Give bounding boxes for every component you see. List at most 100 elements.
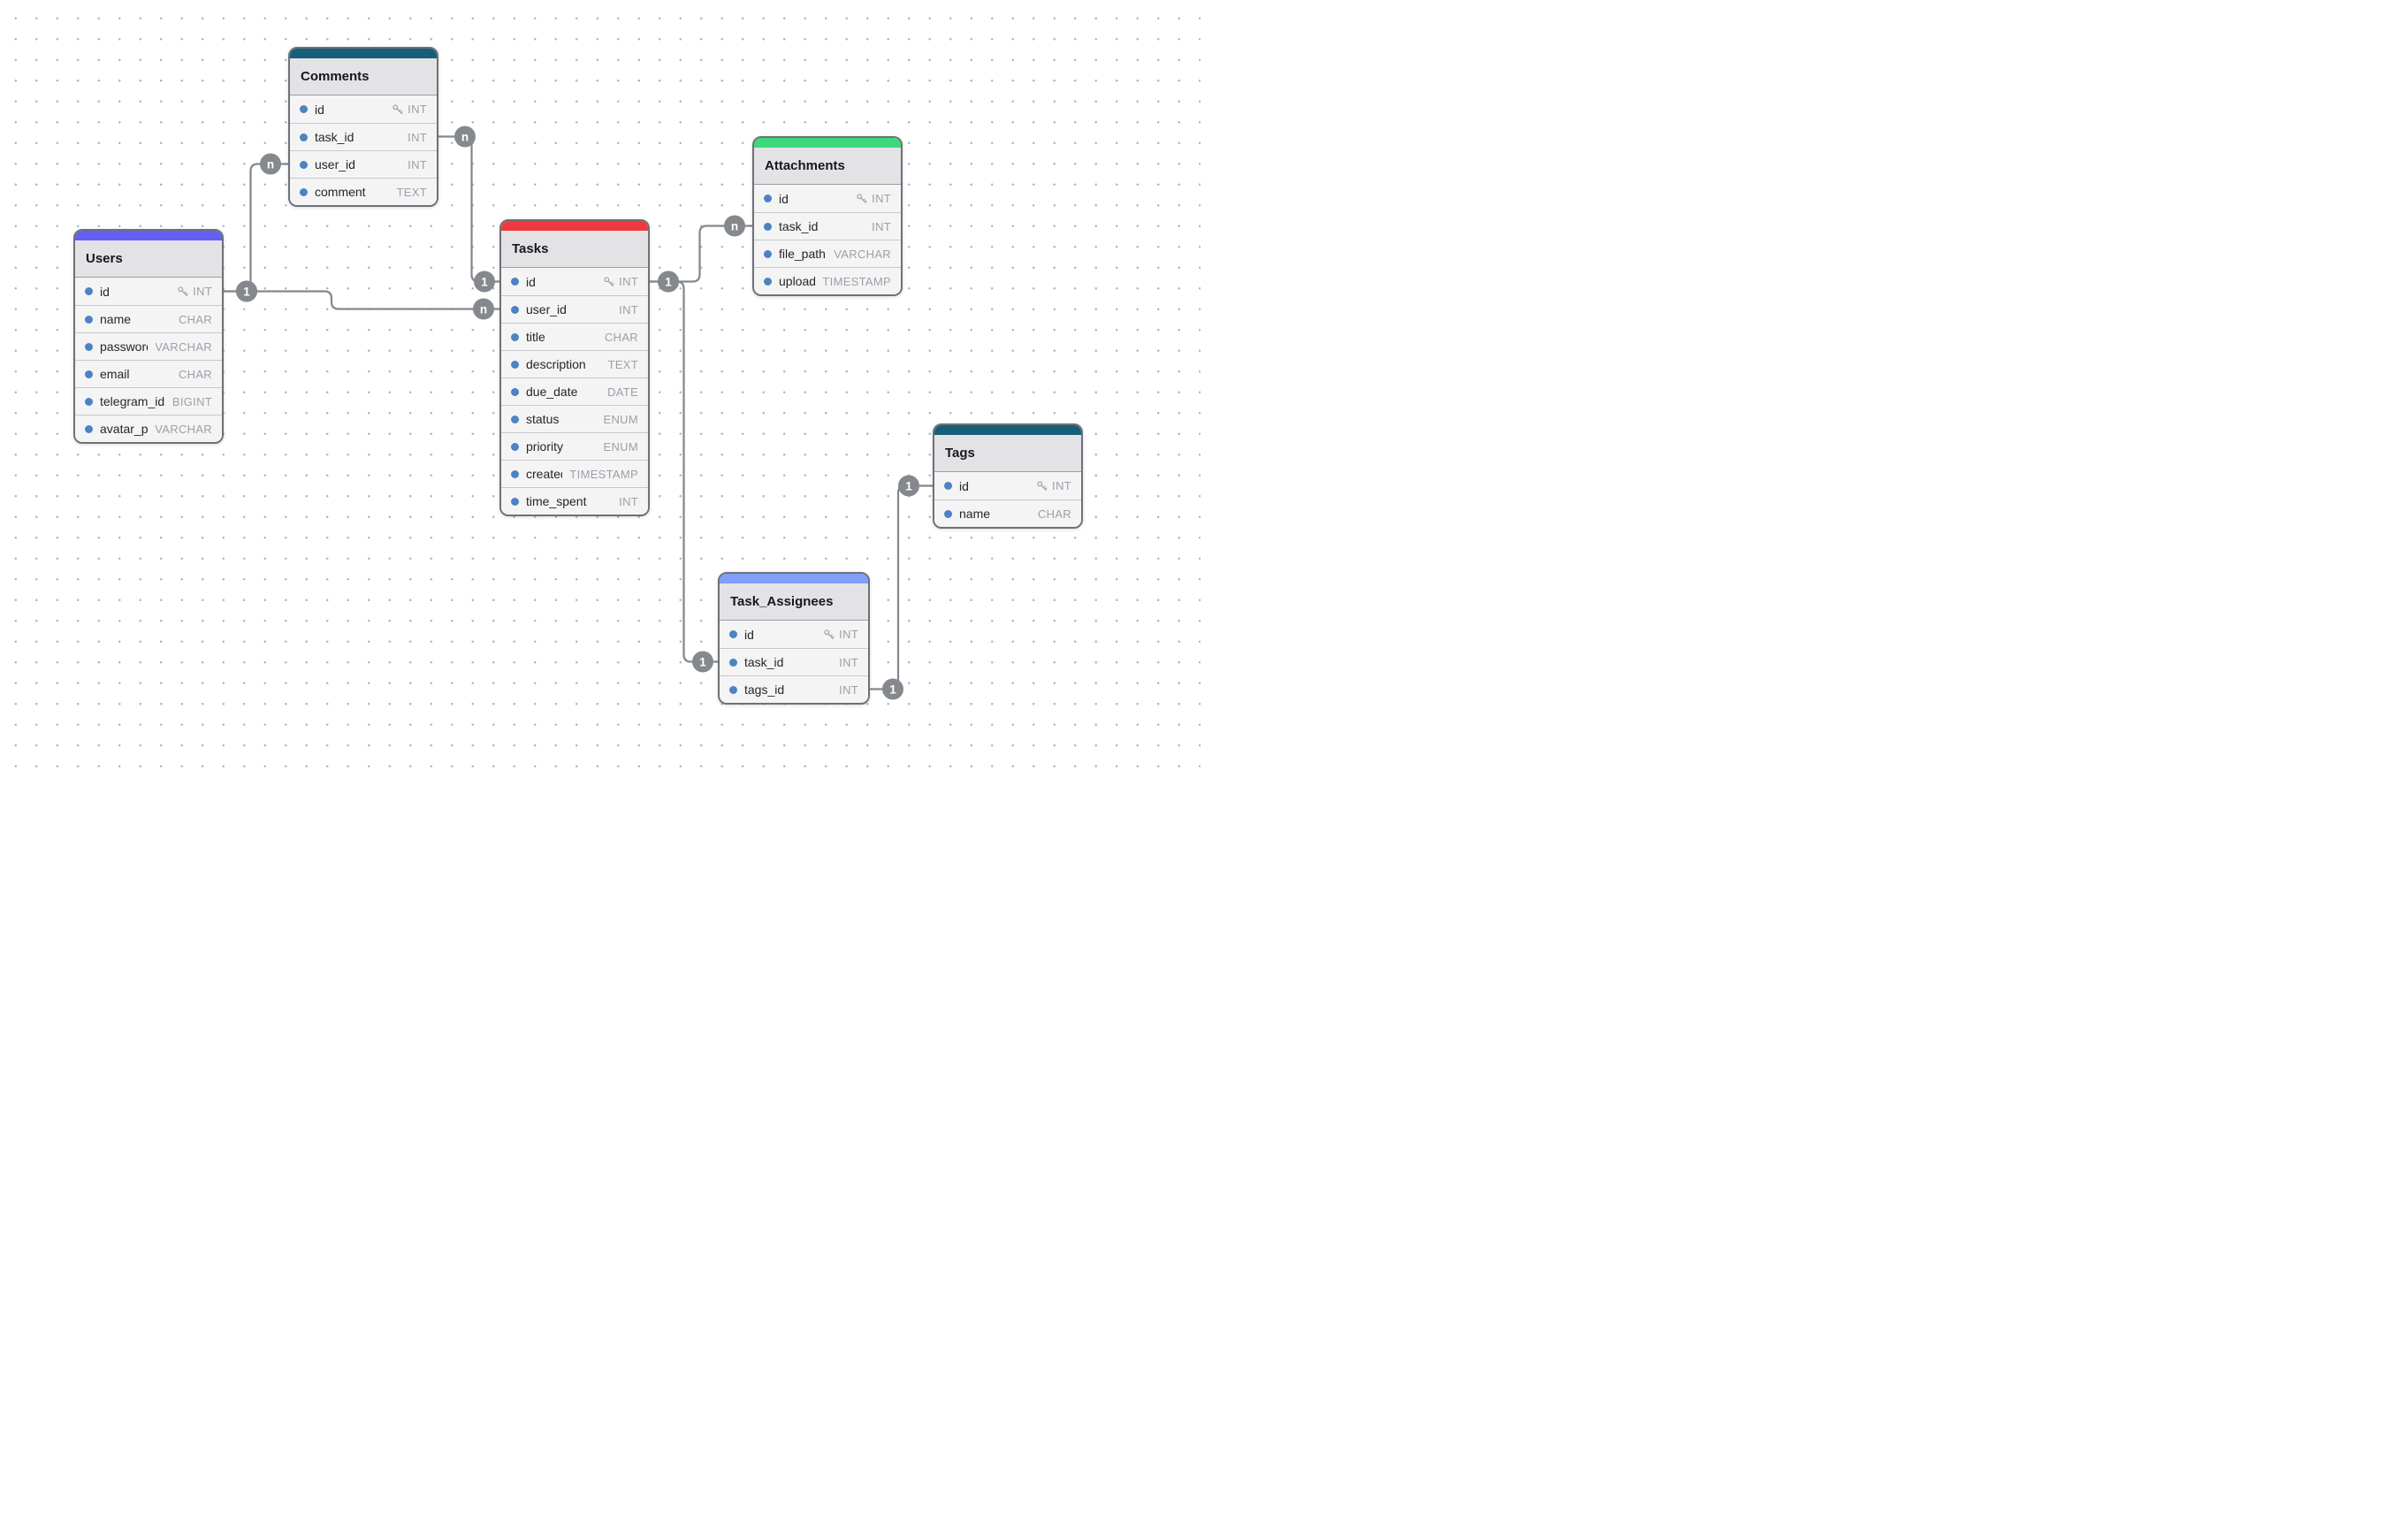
field-type: INT [408, 130, 427, 144]
primary-key-icon [1037, 480, 1048, 491]
table-field-row[interactable]: priority ENUM [501, 432, 648, 460]
field-dot-icon [85, 342, 93, 351]
table-field-row[interactable]: task_id INT [290, 123, 437, 150]
svg-text:n: n [731, 220, 738, 233]
table-field-list: id INT task_id INT tags_id [720, 621, 868, 703]
relationship-edge[interactable]: 11 [868, 475, 934, 700]
table-title: Comments [290, 58, 437, 95]
field-type: INT [839, 655, 858, 669]
table-field-row[interactable]: due_date DATE [501, 377, 648, 405]
table-field-row[interactable]: time_spent INT [501, 487, 648, 515]
field-dot-icon [511, 360, 519, 369]
field-dot-icon [85, 370, 93, 378]
table-field-row[interactable]: id INT [75, 278, 222, 305]
table-node[interactable]: Comments id INT task_id INT us [288, 47, 438, 207]
table-field-row[interactable]: upload... TIMESTAMP [754, 267, 901, 294]
table-field-row[interactable]: name CHAR [75, 305, 222, 332]
table-field-row[interactable]: email CHAR [75, 360, 222, 387]
table-accent-bar [501, 221, 648, 231]
table-field-row[interactable]: title CHAR [501, 323, 648, 350]
field-type-group: CHAR [605, 331, 638, 344]
table-field-row[interactable]: id INT [934, 472, 1081, 499]
field-type-group: INT [392, 103, 427, 116]
table-title: Users [75, 240, 222, 278]
table-field-row[interactable]: id INT [720, 621, 868, 648]
table-field-row[interactable]: description TEXT [501, 350, 648, 377]
table-node[interactable]: Tags id INT name CHAR [933, 423, 1083, 529]
primary-key-icon [604, 276, 614, 286]
table-field-row[interactable]: tags_id INT [720, 675, 868, 703]
table-field-list: id INT task_id INT file_path [754, 185, 901, 294]
field-dot-icon [729, 685, 737, 694]
field-name: upload... [779, 274, 816, 288]
field-dot-icon [944, 509, 952, 518]
relationship-edge[interactable]: 1n [222, 280, 501, 320]
field-dot-icon [85, 397, 93, 406]
field-type: CHAR [1037, 507, 1071, 521]
field-type: TIMESTAMP [569, 467, 638, 481]
table-field-row[interactable]: task_id INT [720, 648, 868, 675]
table-field-list: id INT name CHAR [934, 472, 1081, 527]
field-name: email [100, 367, 130, 381]
field-name: id [959, 478, 969, 493]
field-name: avatar_pa... [100, 422, 149, 436]
table-node[interactable]: Attachments id INT task_id INT [752, 136, 903, 296]
field-type-group: VARCHAR [155, 340, 212, 354]
field-name: id [526, 274, 536, 289]
field-dot-icon [511, 332, 519, 341]
table-field-row[interactable]: user_id INT [290, 150, 437, 178]
field-type: INT [619, 302, 638, 316]
field-type: ENUM [603, 439, 638, 454]
primary-key-icon [393, 103, 403, 114]
table-field-row[interactable]: id INT [501, 268, 648, 295]
relationship-edge[interactable]: 1n [437, 126, 501, 293]
table-field-row[interactable]: telegram_id BIGINT [75, 387, 222, 415]
field-type-group: INT [872, 220, 891, 233]
field-dot-icon [764, 222, 772, 231]
field-dot-icon [764, 249, 772, 258]
table-accent-bar [290, 49, 437, 58]
cardinality-badge: 1 [474, 271, 495, 293]
field-dot-icon [511, 415, 519, 423]
field-type-group: CHAR [1038, 507, 1071, 521]
field-name: telegram_id [100, 394, 165, 408]
table-field-row[interactable]: id INT [754, 185, 901, 212]
table-field-row[interactable]: comment TEXT [290, 178, 437, 205]
field-dot-icon [764, 194, 772, 202]
table-field-row[interactable]: task_id INT [754, 212, 901, 240]
field-type: TIMESTAMP [822, 274, 891, 288]
field-type-group: TEXT [608, 358, 638, 371]
relationship-edge[interactable]: 1n [222, 153, 290, 302]
field-type-group: INT [408, 158, 427, 172]
field-type-group: INT [823, 628, 858, 641]
relationship-edge[interactable]: 11 [648, 271, 720, 673]
table-field-row[interactable]: status ENUM [501, 405, 648, 432]
table-field-row[interactable]: id INT [290, 95, 437, 123]
svg-text:1: 1 [905, 480, 912, 493]
table-field-row[interactable]: name CHAR [934, 499, 1081, 527]
table-node[interactable]: Users id INT name CHAR passwor [73, 229, 224, 444]
table-title: Task_Assignees [720, 583, 868, 621]
field-type: DATE [607, 385, 638, 399]
table-field-list: id INT task_id INT user_id [290, 95, 437, 205]
table-field-row[interactable]: user_id INT [501, 295, 648, 323]
field-name: id [100, 284, 110, 299]
table-field-row[interactable]: created... TIMESTAMP [501, 460, 648, 487]
diagram-canvas: 1n1n1n1n1111 Comments id INT task_id [0, 0, 1200, 770]
table-node[interactable]: Tasks id INT user_id INT title [499, 219, 650, 516]
field-type-group: INT [408, 131, 427, 144]
field-type: TEXT [607, 357, 638, 371]
cardinality-badge: n [473, 298, 494, 320]
field-type: INT [839, 682, 858, 697]
field-type-group: INT [619, 303, 638, 316]
table-field-row[interactable]: password VARCHAR [75, 332, 222, 360]
field-name: status [526, 412, 560, 426]
table-field-row[interactable]: avatar_pa... VARCHAR [75, 415, 222, 442]
field-dot-icon [944, 482, 952, 490]
table-field-row[interactable]: file_path VARCHAR [754, 240, 901, 267]
field-name: user_id [526, 302, 567, 316]
field-type: INT [619, 275, 638, 288]
field-dot-icon [729, 658, 737, 667]
table-node[interactable]: Task_Assignees id INT task_id INT [718, 572, 870, 705]
table-field-list: id INT user_id INT title [501, 268, 648, 515]
